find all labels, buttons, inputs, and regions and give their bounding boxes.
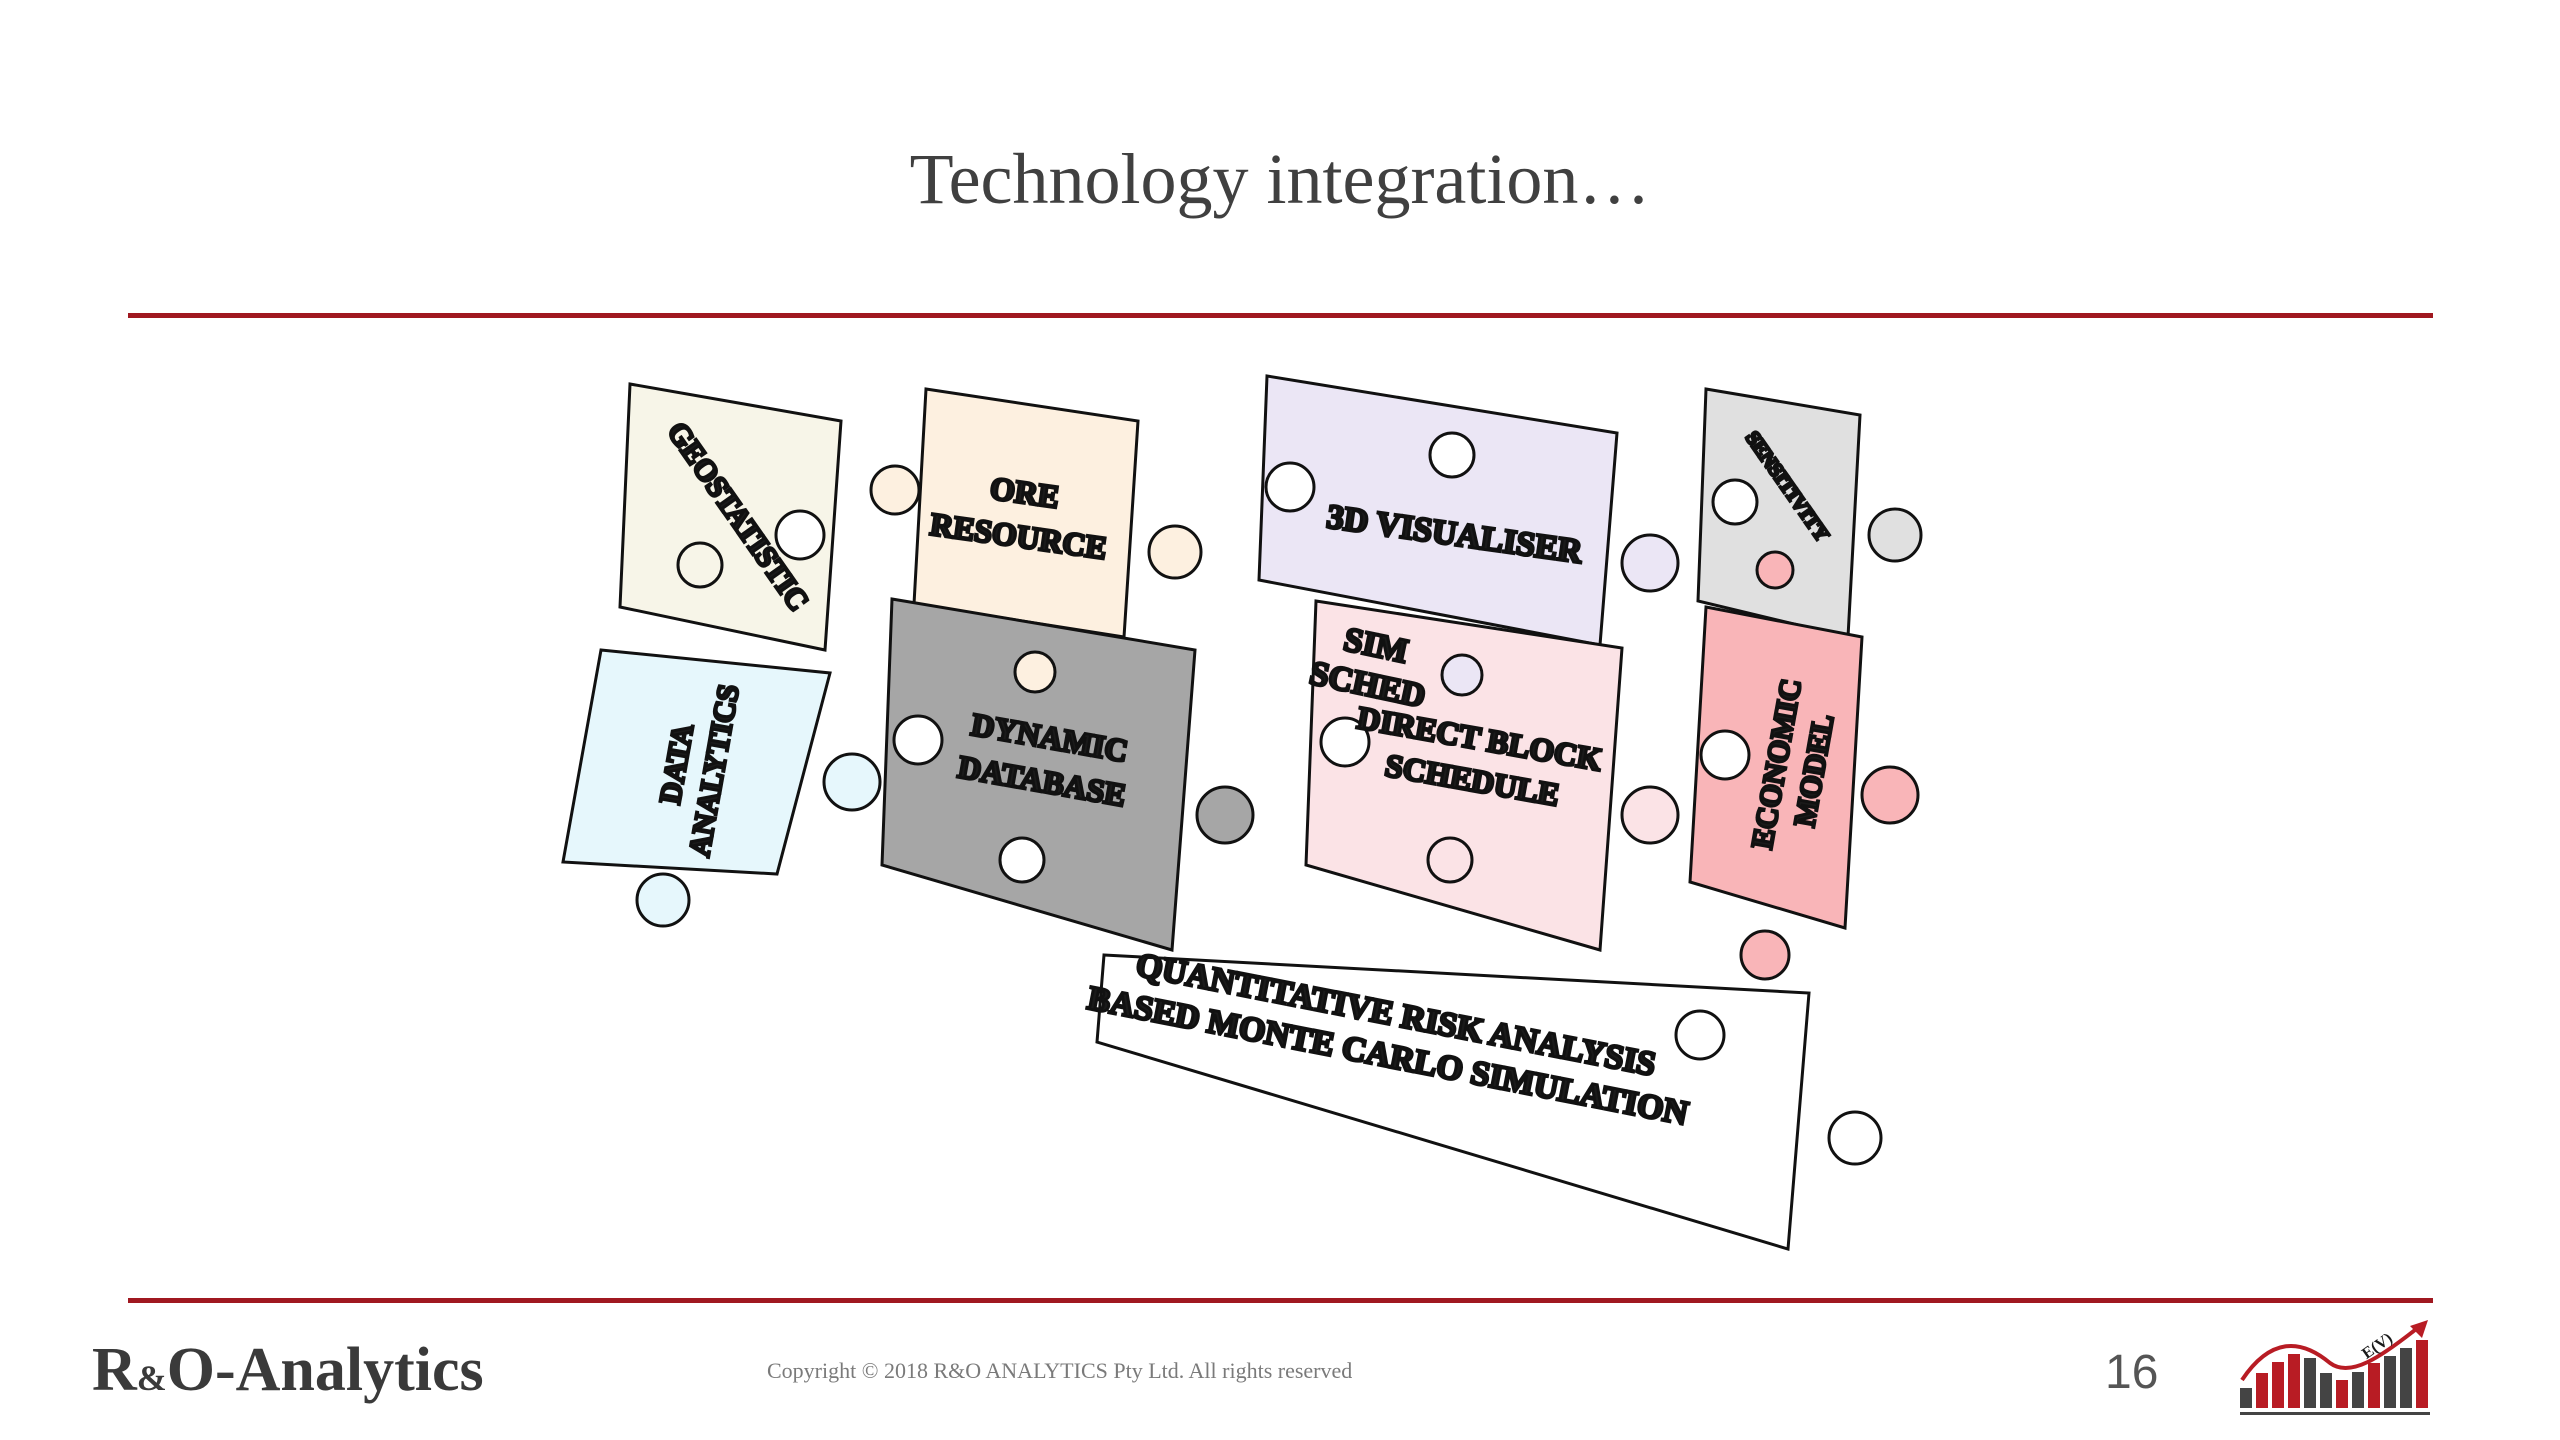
ev-chart-logo-icon: E(V) bbox=[2240, 1320, 2430, 1415]
copyright-text: Copyright © 2018 R&O ANALYTICS Pty Ltd. … bbox=[767, 1358, 1353, 1383]
piece-quantitative-risk-analysis: QUANTITATIVE RISK ANALYSISBASED MONTE CA… bbox=[1083, 945, 1883, 1251]
piece-3d-visualiser: 3D VISUALISER bbox=[1257, 374, 1680, 647]
top-divider bbox=[128, 313, 2433, 318]
piece-sensitivity: SENSITIVITY bbox=[1696, 387, 1923, 639]
slide-title: Technology integration… bbox=[909, 139, 1651, 219]
brand-logo: R&O-Analytics bbox=[92, 1336, 484, 1404]
piece-economic-model: ECONOMICMODEL bbox=[1688, 550, 1920, 981]
piece-geostatistic: GEOSTATISTIC bbox=[618, 382, 843, 652]
piece-ore-resource: ORERESOURCE bbox=[869, 387, 1203, 639]
piece-data-analytics: DATAANALYTICS bbox=[561, 648, 882, 928]
piece-dynamic-database: DYNAMICDATABASE bbox=[880, 597, 1255, 952]
bottom-divider bbox=[128, 1298, 2433, 1303]
page-number: 16 bbox=[2105, 1346, 2159, 1399]
piece-direct-block-schedule: SIMSCHED DIRECT BLOCKSCHEDULE bbox=[1304, 599, 1680, 952]
